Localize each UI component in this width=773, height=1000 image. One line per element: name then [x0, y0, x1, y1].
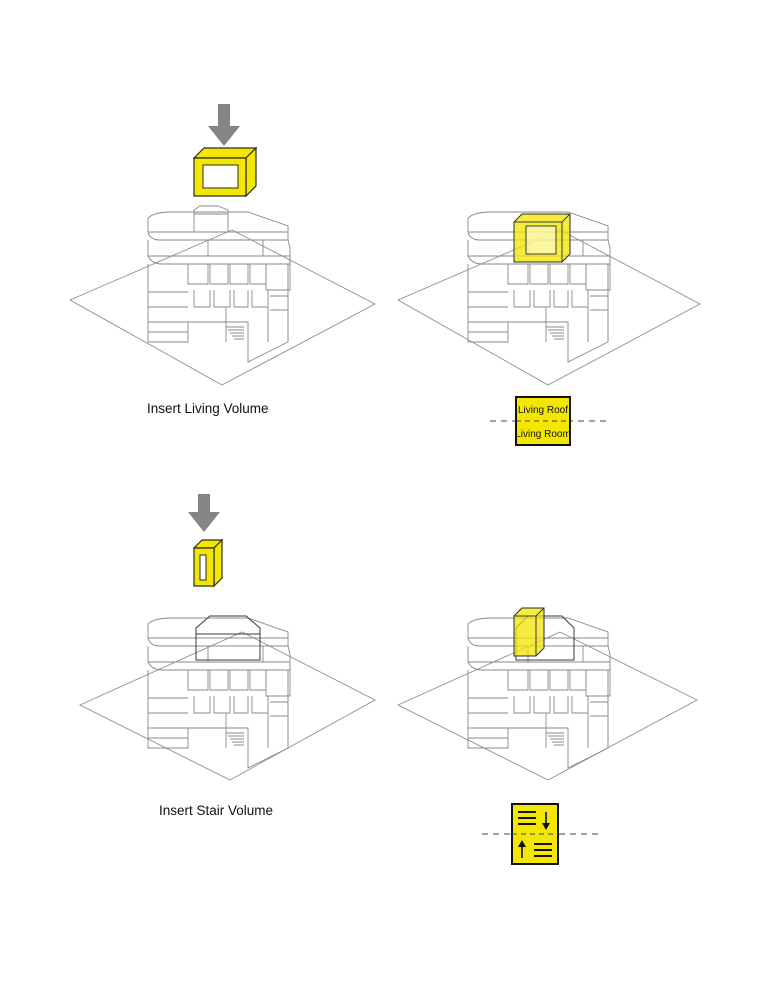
- down-arrow-icon: [208, 104, 240, 146]
- caption-insert-stair-volume: Insert Stair Volume: [159, 803, 274, 818]
- down-arrow-icon: [188, 494, 220, 532]
- living-volume-block: [192, 146, 258, 198]
- ground-plane: [78, 631, 376, 781]
- panel-insert-stair-volume: [78, 494, 376, 781]
- panel-living-volume-inserted: [396, 211, 701, 386]
- stair-up-icon: [518, 840, 552, 858]
- legend-living: Living Roof Living Room: [490, 396, 610, 446]
- stair-volume-inserted: [513, 607, 545, 657]
- stair-down-icon: [518, 811, 550, 830]
- stair-volume-block: [192, 538, 224, 588]
- ground-plane: [396, 229, 701, 386]
- ground-plane: [396, 631, 698, 781]
- ground-plane: [68, 229, 376, 386]
- legend-stair: [482, 803, 602, 865]
- roof-box: [195, 615, 261, 661]
- legend-top-label: Living Roof: [518, 405, 568, 416]
- panel-insert-living-volume: [68, 104, 376, 386]
- legend-bottom-label: Living Room: [515, 429, 571, 440]
- building-massing: [147, 617, 291, 769]
- living-volume-inserted: [513, 213, 571, 263]
- caption-insert-living-volume: Insert Living Volume: [147, 401, 269, 416]
- roof-box: [193, 205, 229, 233]
- building-massing: [147, 211, 291, 363]
- panel-stair-volume-inserted: [396, 607, 698, 781]
